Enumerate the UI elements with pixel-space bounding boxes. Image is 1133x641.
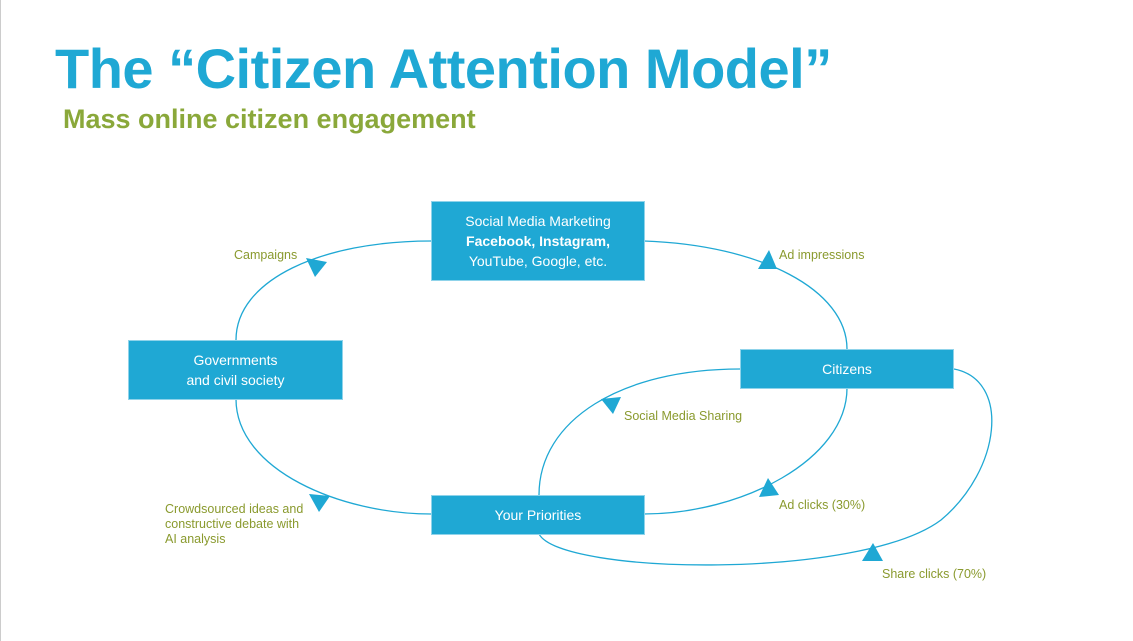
node-your-priorities: Your Priorities (431, 495, 645, 535)
node-smm-line2: Facebook, Instagram, (466, 233, 610, 249)
node-governments: Governments and civil society (128, 340, 343, 400)
node-citizens-label: Citizens (822, 361, 872, 377)
node-social-media-marketing: Social Media Marketing Facebook, Instagr… (431, 201, 645, 281)
arrow-head-social-sharing (601, 397, 621, 414)
arrow-head-campaigns (306, 258, 327, 277)
edge-ad-impressions (643, 240, 848, 350)
edge-crowdsourced (235, 398, 432, 515)
slide-title: The “Citizen Attention Model” (55, 37, 832, 100)
node-citizens: Citizens (740, 349, 954, 389)
label-crowdsourced: Crowdsourced ideas and constructive deba… (165, 502, 303, 547)
arrow-head-crowdsourced (309, 494, 330, 512)
edge-share-clicks (538, 368, 993, 566)
node-priorities-label: Your Priorities (494, 507, 582, 523)
label-crowdsourced-line2: constructive debate with (165, 517, 300, 531)
label-crowdsourced-line3: AI analysis (165, 532, 226, 546)
slide-subtitle: Mass online citizen engagement (63, 104, 476, 134)
node-gov-line2: and civil society (186, 372, 285, 388)
node-gov-line1: Governments (193, 352, 278, 368)
label-ad-impressions: Ad impressions (779, 248, 865, 262)
label-share-clicks: Share clicks (70%) (882, 567, 987, 581)
arrow-head-ad-impressions (758, 250, 777, 269)
edge-ad-clicks (643, 387, 848, 515)
label-campaigns: Campaigns (234, 248, 298, 262)
node-smm-line1: Social Media Marketing (465, 213, 611, 229)
edge-campaigns (235, 240, 432, 341)
label-ad-clicks: Ad clicks (30%) (779, 498, 866, 512)
label-social-media-sharing: Social Media Sharing (624, 409, 743, 423)
edge-social-sharing (538, 368, 741, 496)
arrow-head-ad-clicks (759, 478, 779, 497)
label-crowdsourced-line1: Crowdsourced ideas and (165, 502, 304, 516)
arrow-head-share-clicks (862, 543, 883, 561)
node-smm-line3: YouTube, Google, etc. (468, 253, 608, 269)
